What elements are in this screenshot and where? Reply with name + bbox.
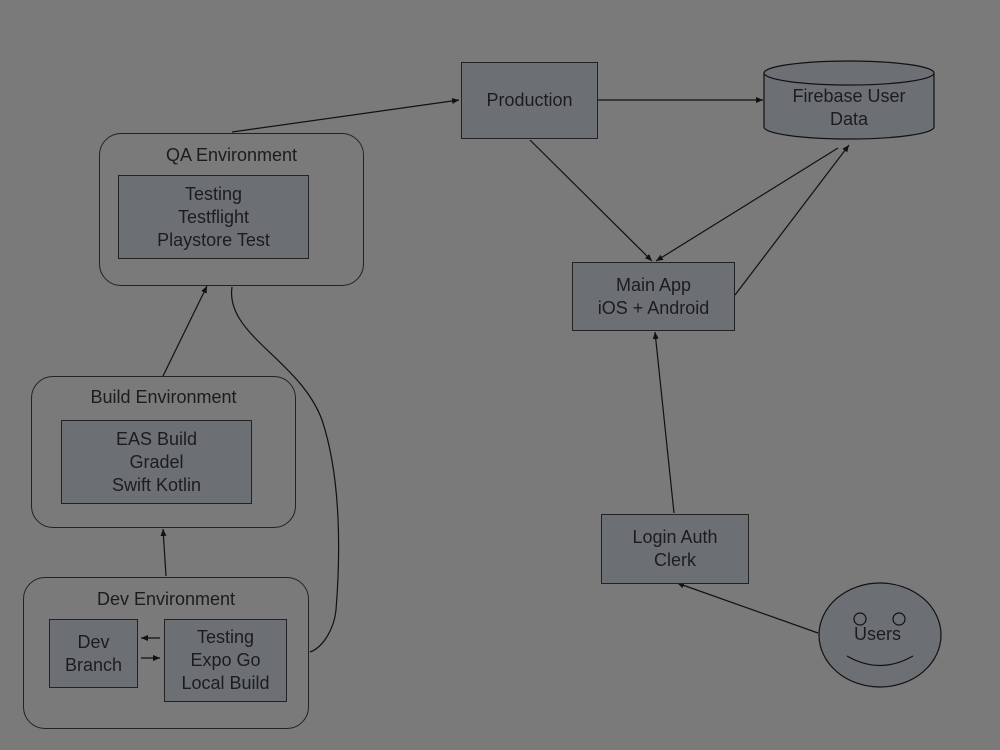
curve-qa-to-dev-testing	[231, 286, 340, 653]
dev-branch-line-1: Dev	[77, 631, 110, 652]
users-smiley-icon	[818, 582, 942, 688]
arrow-production-to-main-app	[529, 139, 653, 262]
main-app-box: Main App iOS + Android	[572, 262, 735, 331]
database-cylinder-icon	[763, 60, 935, 140]
main-app-line-2: iOS + Android	[597, 297, 710, 318]
dev-environment-title: Dev Environment	[96, 589, 236, 609]
qa-box-line-2: Testflight	[177, 206, 250, 227]
arrow-qa-to-production	[231, 98, 460, 133]
dev-environment-group: Dev Environment	[23, 577, 309, 729]
dev-branch-box: Dev Branch	[49, 619, 138, 688]
users-label: Users	[854, 624, 902, 644]
firebase-label: Firebase User Data	[764, 85, 934, 131]
dev-testing-line-2: Expo Go	[190, 650, 261, 670]
build-environment-group: Build Environment	[31, 376, 296, 528]
login-line-2: Clerk	[653, 550, 696, 570]
build-environment-title: Build Environment	[90, 387, 237, 407]
dev-testing-box: Testing Expo Go Local Build	[164, 619, 287, 702]
login-line-1: Login Auth	[632, 527, 718, 547]
main-app-line-1: Main App	[615, 274, 692, 295]
qa-box-line-1: Testing	[184, 183, 243, 204]
arrow-build-to-qa	[162, 285, 208, 377]
production-label: Production	[486, 90, 573, 110]
arrow-users-to-login	[676, 582, 819, 634]
build-box-line-3: Swift Kotlin	[111, 474, 202, 495]
dev-branch-line-2: Branch	[64, 654, 123, 675]
firebase-line-2: Data	[829, 109, 869, 129]
firebase-line-1: Firebase User	[792, 86, 906, 106]
login-auth-box: Login Auth Clerk	[601, 514, 749, 584]
production-box: Production	[461, 62, 598, 139]
arrow-main-app-to-firebase	[734, 144, 850, 296]
arrow-dev-to-build	[160, 528, 167, 577]
qa-environment-group: QA Environment	[99, 133, 364, 286]
dev-testing-line-1: Testing	[196, 627, 255, 647]
arrow-login-to-main-app	[652, 331, 675, 514]
qa-environment-title: QA Environment	[165, 145, 298, 165]
build-box-line-2: Gradel	[129, 451, 184, 472]
qa-box-line-3: Playstore Test	[157, 229, 270, 250]
qa-testing-box: Testing Testflight Playstore Test	[118, 175, 309, 259]
build-box-line-1: EAS Build	[115, 428, 198, 449]
arrow-firebase-to-main-app	[655, 147, 839, 262]
dev-testing-line-3: Local Build	[181, 673, 270, 693]
build-tools-box: EAS Build Gradel Swift Kotlin	[61, 420, 252, 504]
